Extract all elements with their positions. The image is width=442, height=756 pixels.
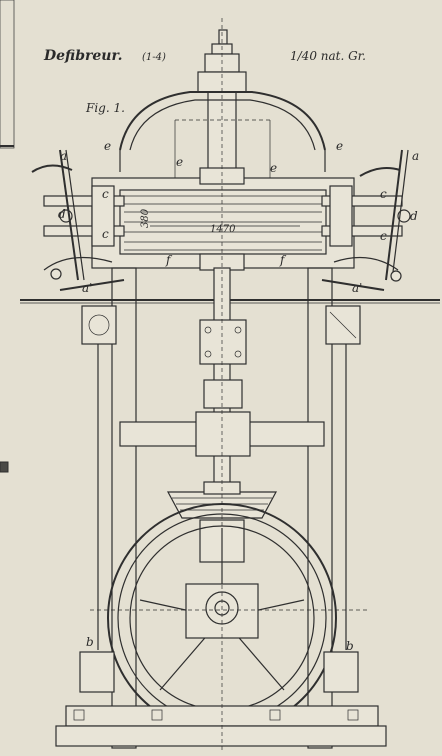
dimension-width: 1470 [210,224,236,235]
margin-fragment-hatch [0,461,9,473]
frame-columns [97,267,347,749]
base-plate [55,705,387,747]
upper-frame-arch [119,91,326,180]
label-e-right: e [336,139,343,153]
label-c-right-bottom: c [380,229,387,243]
feed-bar-left [59,279,125,291]
dimension-height: 380 [140,208,151,228]
label-a-prime-left: a' [82,281,92,295]
label-b-left: b [86,635,94,649]
label-e-left: e [104,139,111,153]
counterweight-right [323,651,359,693]
label-d-right: d [410,209,418,223]
label-a-left: a [60,149,67,163]
label-b-right: b [346,639,354,653]
plate-scale: 1/40 nat. Gr. [290,49,366,63]
label-c-right-top: c [380,187,387,201]
plate-title-ref: (1-4) [142,52,166,63]
margin-fragment-top [0,0,15,149]
label-e-inner-left: e [176,155,183,169]
plate-title: Defibreur. [43,48,122,64]
stone-texture [124,195,322,251]
stone-housing [91,167,355,271]
label-e-inner-right: e [270,161,277,175]
right-press [321,149,411,282]
beam-left [81,305,117,345]
shaft-coupling [199,319,247,365]
label-c-left-top: c [102,187,109,201]
label-f-right: f [279,253,287,267]
figure-label: Fig. 1. [85,101,125,115]
left-press [31,149,125,281]
label-a-right: a [412,149,419,163]
label-f-left: f [165,253,173,267]
label-c-left-bottom: c [102,227,109,241]
label-a-prime-right: a' [352,281,362,295]
counterweight-left [79,651,115,693]
label-d-left: d [58,207,66,221]
